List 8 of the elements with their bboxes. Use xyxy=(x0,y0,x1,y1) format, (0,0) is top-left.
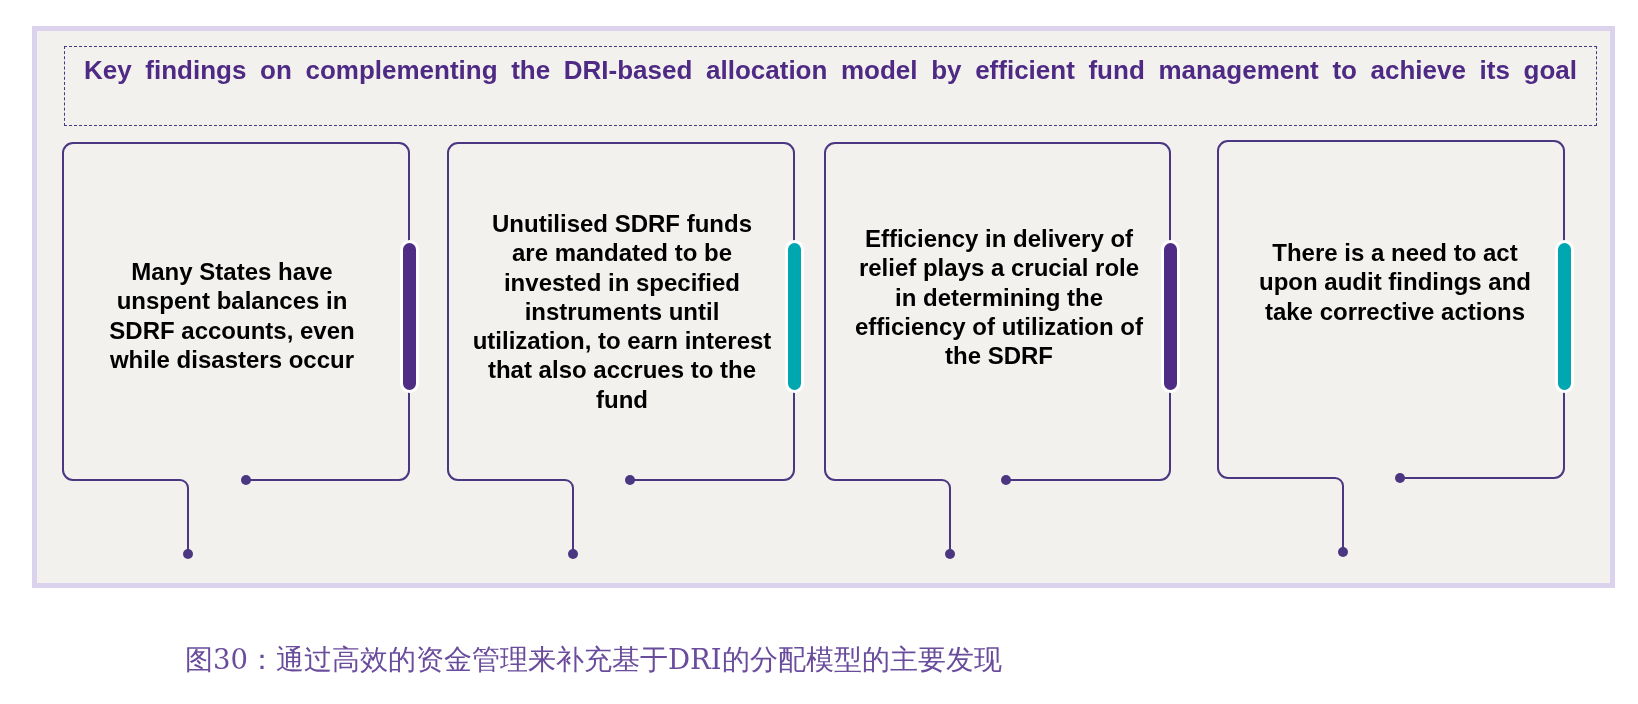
finding-text: Unutilised SDRF funds are mandated to be invested in specified instruments until utilization, to earn interest that also accrues to the fund xyxy=(471,209,773,415)
heading-banner xyxy=(64,46,1597,126)
figure-caption: 图30：通过高效的资金管理来补充基于DRI的分配模型的主要发现 xyxy=(185,643,1002,675)
finding-text: Many States have unspent balances in SDRF accounts, even while disasters occur xyxy=(108,257,356,375)
finding-text: Efficiency in delivery of relief plays a crucial role in determining the efficiency of utilization of the SDRF xyxy=(854,224,1144,371)
heading-text: Key findings on complementing the DRI-based allocation model by efficient fund management to achieve its goal xyxy=(84,55,1577,85)
panel xyxy=(32,26,1615,588)
finding-text: There is a need to act upon audit findings and take corrective actions xyxy=(1258,238,1532,326)
